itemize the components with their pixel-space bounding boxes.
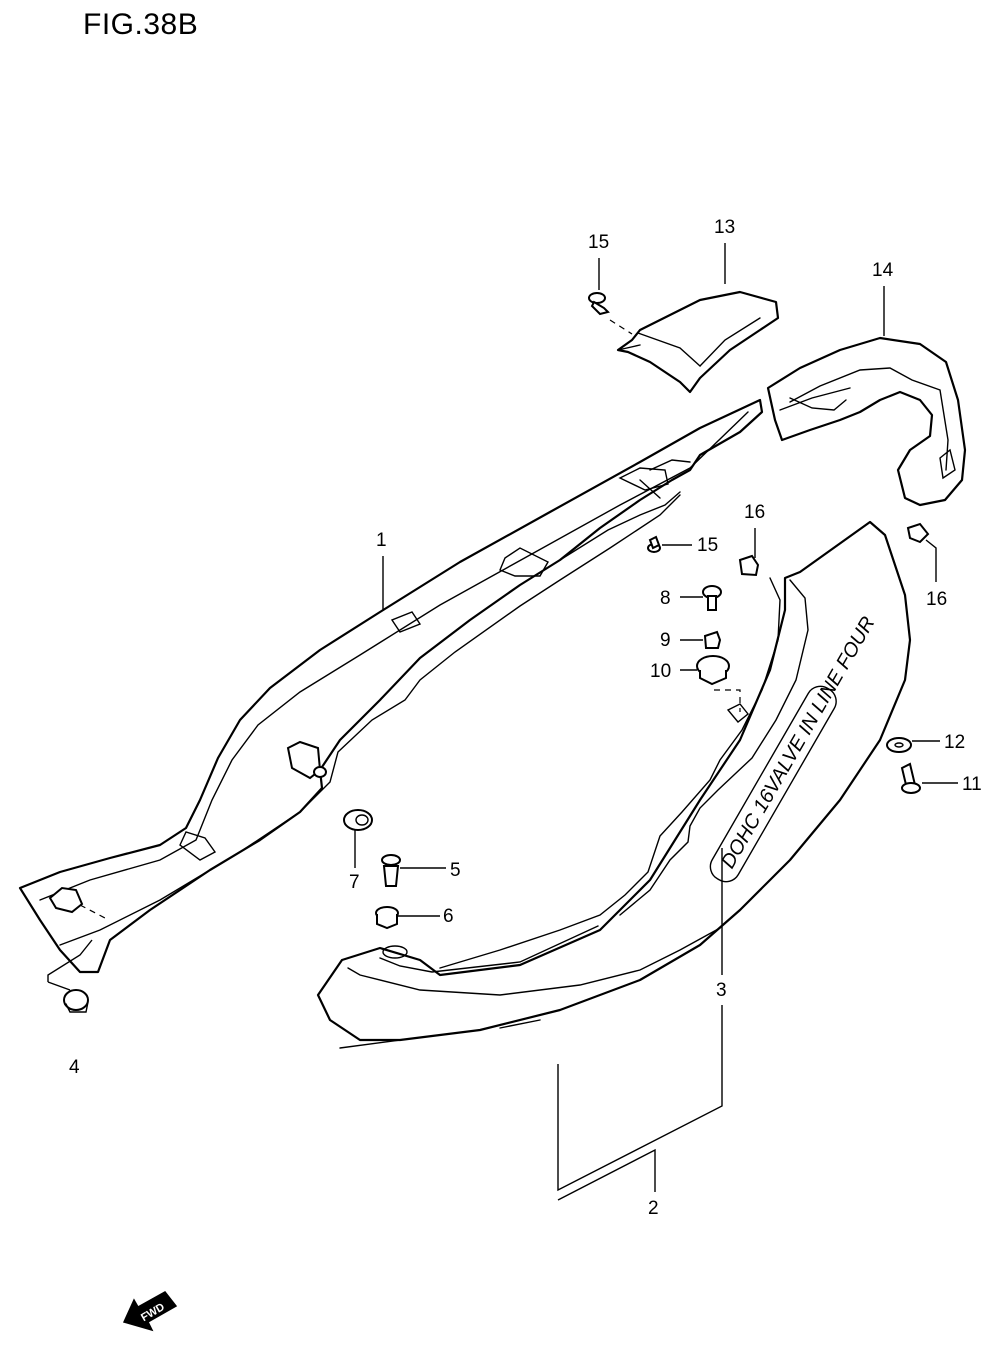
callout-14: 14 — [872, 260, 894, 281]
washer-12-icon — [886, 737, 912, 753]
rear-tail-piece-part — [766, 336, 967, 507]
grommet-4-icon — [63, 989, 89, 1013]
callout-8: 8 — [660, 588, 671, 609]
callout-9: 9 — [660, 630, 671, 651]
rivet-5-icon — [381, 854, 401, 887]
callout-10: 10 — [650, 661, 671, 682]
screw-8-icon — [702, 585, 722, 611]
grommet-7-icon — [343, 809, 373, 831]
screw-15-upper-icon — [588, 292, 610, 316]
screw-15-middle-icon — [647, 535, 661, 553]
leader-lines — [47, 243, 958, 1201]
callout-15-middle: 15 — [697, 535, 718, 556]
tail-trim-part — [609, 290, 780, 394]
callout-1: 1 — [376, 530, 387, 551]
clip-16-right-icon — [906, 522, 930, 544]
callout-labels: 1 2 3 4 5 6 7 8 9 10 11 12 13 14 15 15 1… — [69, 217, 982, 1219]
callout-4: 4 — [69, 1057, 80, 1078]
callout-15-upper: 15 — [588, 232, 609, 253]
grommet-6-icon — [375, 906, 399, 930]
frame-cover-part — [18, 398, 764, 974]
side-cover-part: DOHC 16VALVE IN LINE FOUR — [316, 520, 912, 1049]
callout-16-right: 16 — [926, 589, 947, 610]
callout-7: 7 — [349, 872, 360, 893]
callout-16-left: 16 — [744, 502, 765, 523]
nut-9-icon — [703, 630, 722, 649]
callout-6: 6 — [443, 906, 454, 927]
clip-16-left-icon — [738, 554, 760, 577]
callout-3: 3 — [716, 980, 727, 1001]
callout-12: 12 — [944, 732, 965, 753]
callout-13: 13 — [714, 217, 735, 238]
figure-title: FIG.38B — [83, 8, 199, 41]
fwd-arrow-icon: FWD — [122, 1291, 178, 1332]
bolt-11-icon — [900, 762, 921, 794]
callout-2: 2 — [648, 1198, 659, 1219]
callout-5: 5 — [450, 860, 461, 881]
callout-11: 11 — [962, 774, 982, 795]
cushion-10-icon — [696, 655, 730, 686]
decal-text: DOHC 16VALVE IN LINE FOUR — [717, 613, 879, 872]
